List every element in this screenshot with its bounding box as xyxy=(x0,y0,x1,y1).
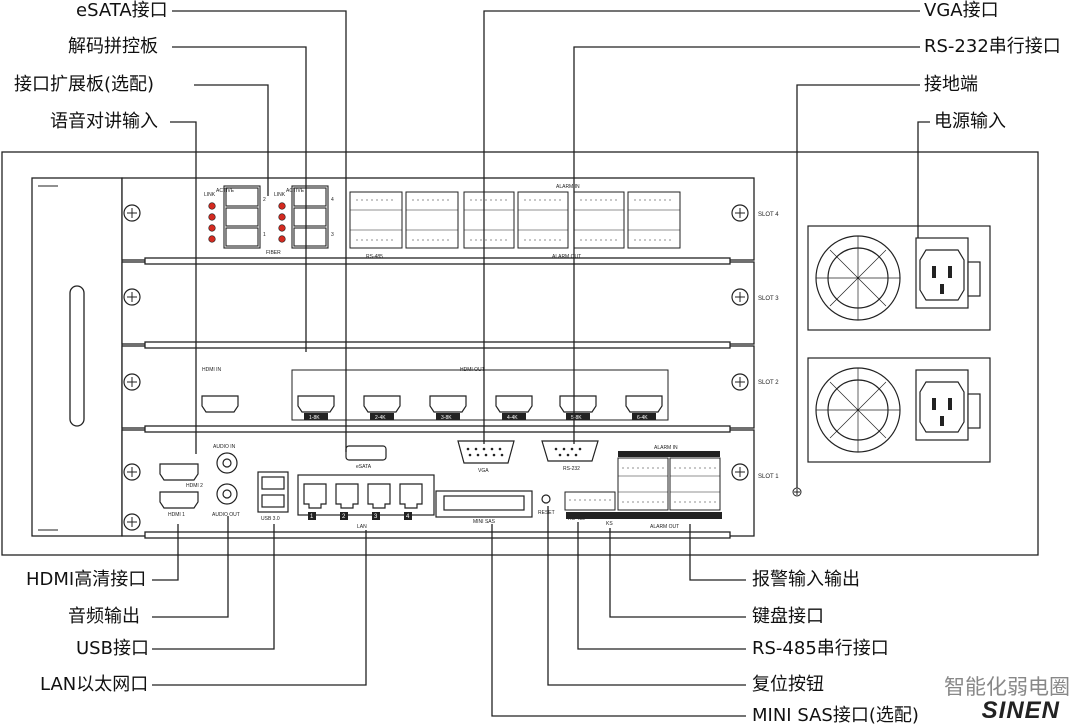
fiber-label: FIBER xyxy=(266,250,281,256)
fiber-module xyxy=(223,185,329,249)
lan-port-4: 4 xyxy=(406,514,410,520)
audio-in-label: AUDIO IN xyxy=(213,444,236,450)
handle-grip xyxy=(69,285,85,427)
minisas-label: MINI SAS xyxy=(473,519,496,525)
callout-alarm-io: 报警输入输出 xyxy=(752,569,860,590)
lan-port-2: 2 xyxy=(342,514,346,520)
active-label: ACTIVE xyxy=(216,188,235,194)
alarm-terminal-blocks xyxy=(349,191,681,249)
alarm-in-label-slot4: ALARM IN xyxy=(556,184,580,190)
ground-symbol-icon xyxy=(792,487,802,497)
fiber-port-1: 1 xyxy=(263,232,266,238)
audio-jacks xyxy=(216,452,238,505)
alarm-in-label-slot1: ALARM IN xyxy=(654,445,678,451)
callout-expansion-board: 接口扩展板(选配) xyxy=(14,74,155,95)
lan-label: LAN xyxy=(357,524,367,530)
rs232-port xyxy=(541,440,599,462)
esata-port xyxy=(345,445,387,461)
hdmi-out-frame xyxy=(291,369,669,421)
hdmi1-label: HDMI 1 xyxy=(168,512,185,518)
hdmi-out-port-6: 6-4K xyxy=(637,415,648,421)
slot4-label: SLOT 4 xyxy=(758,212,779,218)
alarm-terminals-slot1 xyxy=(617,457,721,511)
callout-lan: LAN以太网口 xyxy=(40,674,149,695)
hdmi-out-port-1: 1-8K xyxy=(309,415,320,421)
hdmi-in-label: HDMI IN xyxy=(202,367,222,373)
hdmi-out-port-2: 2-4K xyxy=(375,415,386,421)
callout-decode-board: 解码拼控板 xyxy=(68,36,158,57)
watermark-logo: SINEN xyxy=(982,697,1060,725)
slot3-label: SLOT 3 xyxy=(758,296,779,302)
link-label: LINK xyxy=(204,192,216,198)
reset-label: RESET xyxy=(538,510,555,516)
vga-label: VGA xyxy=(478,468,489,474)
callout-ground: 接地端 xyxy=(924,74,978,95)
ks-label: KS xyxy=(606,521,613,527)
callout-reset: 复位按钮 xyxy=(752,674,824,695)
hdmi-ports-slot1 xyxy=(159,463,199,509)
alarm-out-label-slot1: ALARM OUT xyxy=(650,524,679,530)
usb-label: USB 3.0 xyxy=(261,516,280,522)
hdmi-ports-slot2 xyxy=(201,395,663,413)
callout-rs485: RS-485串行接口 xyxy=(752,638,889,659)
slot2-label: SLOT 2 xyxy=(758,380,779,386)
callout-rs232: RS-232串行接口 xyxy=(924,36,1061,57)
callout-keyboard: 键盘接口 xyxy=(752,606,824,627)
alarm-out-label-slot4: ALARM OUT xyxy=(552,254,581,260)
rs485-label-slot4: RS-485 xyxy=(366,254,383,260)
callout-leaders-bottom xyxy=(152,506,746,717)
reset-button xyxy=(541,494,551,504)
lan-port-3: 3 xyxy=(374,514,378,520)
fiber-leds xyxy=(208,202,286,243)
fiber-port-3: 3 xyxy=(331,232,334,238)
callout-power-input: 电源输入 xyxy=(934,111,1006,132)
rs232-label: RS-232 xyxy=(563,466,580,472)
callout-esata: eSATA接口 xyxy=(76,0,168,21)
esata-label: eSATA xyxy=(356,464,372,470)
callout-leaders-top xyxy=(170,10,930,488)
hdmi-out-port-3: 3-8K xyxy=(441,415,452,421)
watermark-logo-text: SINEN xyxy=(981,697,1060,724)
fiber-port-2: 2 xyxy=(263,197,266,203)
fiber-port-4: 4 xyxy=(331,197,334,203)
callout-vga: VGA接口 xyxy=(924,0,999,21)
link-label-2: LINK xyxy=(274,192,286,198)
active-label-2: ACTIVE xyxy=(286,188,305,194)
callout-audio-out: 音频输出 xyxy=(68,606,140,627)
rs485-ks-terminals xyxy=(564,491,616,511)
hdmi-port-tags xyxy=(304,413,656,420)
callout-minisas: MINI SAS接口(选配) xyxy=(752,705,919,726)
callout-usb: USB接口 xyxy=(76,638,149,659)
callout-voice-intercom: 语音对讲输入 xyxy=(50,111,158,132)
audio-out-label: AUDIO OUT xyxy=(212,512,240,518)
usb-ports xyxy=(257,471,289,513)
callout-hdmi: HDMI高清接口 xyxy=(26,569,147,590)
slot1-label: SLOT 1 xyxy=(758,474,779,480)
lan-port-1: 1 xyxy=(310,514,314,520)
hdmi-out-port-5: 5-8K xyxy=(571,415,582,421)
lan-ports xyxy=(297,474,435,516)
hdmi-out-port-4: 4-4K xyxy=(507,415,518,421)
minisas-port xyxy=(435,490,533,518)
vga-port xyxy=(457,440,515,464)
hdmi2-label: HDMI 2 xyxy=(186,483,203,489)
watermark-text: 智能化弱电圈 xyxy=(944,675,1070,699)
